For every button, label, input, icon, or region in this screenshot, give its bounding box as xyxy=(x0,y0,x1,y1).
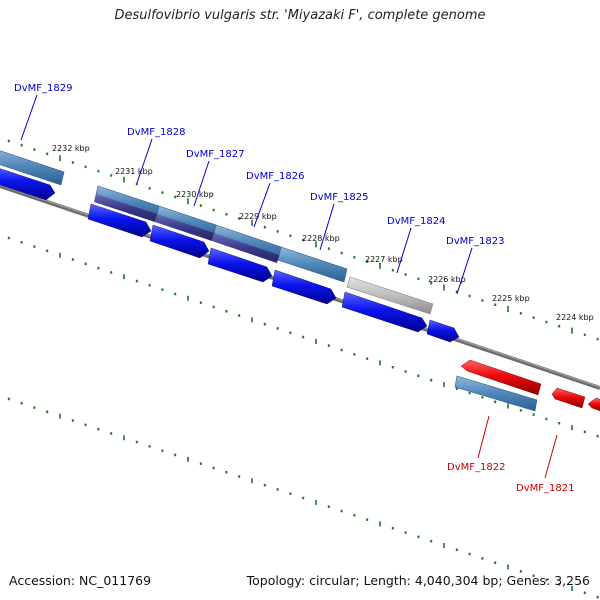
kbp-label: 2224 kbp xyxy=(556,313,594,322)
cds-arrow-dvmf-1826[interactable] xyxy=(207,247,273,283)
cds-arrow-dvmf-1827[interactable] xyxy=(149,224,210,259)
feature-bar-dvmf-1827[interactable] xyxy=(155,214,214,241)
gene-label-dvmf-1829[interactable]: DvMF_1829 xyxy=(14,83,72,94)
kbp-label: 2225 kbp xyxy=(492,294,530,303)
feature-bar-dvmf-1828[interactable] xyxy=(94,194,157,222)
reverse-gene-labels: DvMF_1822 DvMF_1821 xyxy=(447,415,574,494)
cds-arrow-dvmf-1823[interactable] xyxy=(426,319,460,343)
gene-label-dvmf-1827[interactable]: DvMF_1827 xyxy=(186,149,244,160)
gene-label-dvmf-1828[interactable]: DvMF_1828 xyxy=(127,127,185,138)
kbp-label: 2230 kbp xyxy=(176,190,214,199)
feature-bar-dvmf-1826[interactable] xyxy=(212,233,279,263)
kbp-label: 2228 kbp xyxy=(302,234,340,243)
gene-bar-dvmf-1824[interactable] xyxy=(346,276,434,315)
kbp-label: 2227 kbp xyxy=(365,255,403,264)
gene-label-dvmf-1826[interactable]: DvMF_1826 xyxy=(246,171,304,182)
gene-bar-dvmf-1825[interactable] xyxy=(277,246,348,283)
kbp-label: 2232 kbp xyxy=(52,144,90,153)
cds-arrow-dvmf-1825[interactable] xyxy=(271,269,337,305)
kbp-label: 2226 kbp xyxy=(428,275,466,284)
cds-arrow-dvmf-1828[interactable] xyxy=(87,203,152,238)
tick-marks xyxy=(7,139,599,599)
gene-label-dvmf-1824[interactable]: DvMF_1824 xyxy=(387,216,445,227)
kbp-label: 2231 kbp xyxy=(115,167,153,176)
gene-label-dvmf-1825[interactable]: DvMF_1825 xyxy=(310,192,368,203)
cds-arrow-dvmf-1824[interactable] xyxy=(341,291,428,333)
topology-text: Topology: circular; Length: 4,040,304 bp… xyxy=(246,573,590,588)
gene-bar-dvmf-1829[interactable] xyxy=(0,148,65,186)
gene-label-dvmf-1822[interactable]: DvMF_1822 xyxy=(447,462,505,473)
forward-gene-labels: DvMF_1829 DvMF_1828 DvMF_1827 DvMF_1826 … xyxy=(14,83,504,295)
gene-bar-dvmf-1822[interactable] xyxy=(454,375,538,412)
cds-arrow-dvmf-1829[interactable] xyxy=(0,166,56,201)
gene-label-dvmf-1821[interactable]: DvMF_1821 xyxy=(516,483,574,494)
cds-arrow-dvmf-1821[interactable] xyxy=(551,387,586,409)
gene-label-dvmf-1823[interactable]: DvMF_1823 xyxy=(446,236,504,247)
cds-arrow-partial[interactable] xyxy=(587,397,600,412)
map-title: Desulfovibrio vulgaris str. 'Miyazaki F'… xyxy=(114,8,486,23)
accession-text: Accession: NC_011769 xyxy=(9,573,152,588)
cds-arrow-dvmf-1822[interactable] xyxy=(460,359,542,396)
